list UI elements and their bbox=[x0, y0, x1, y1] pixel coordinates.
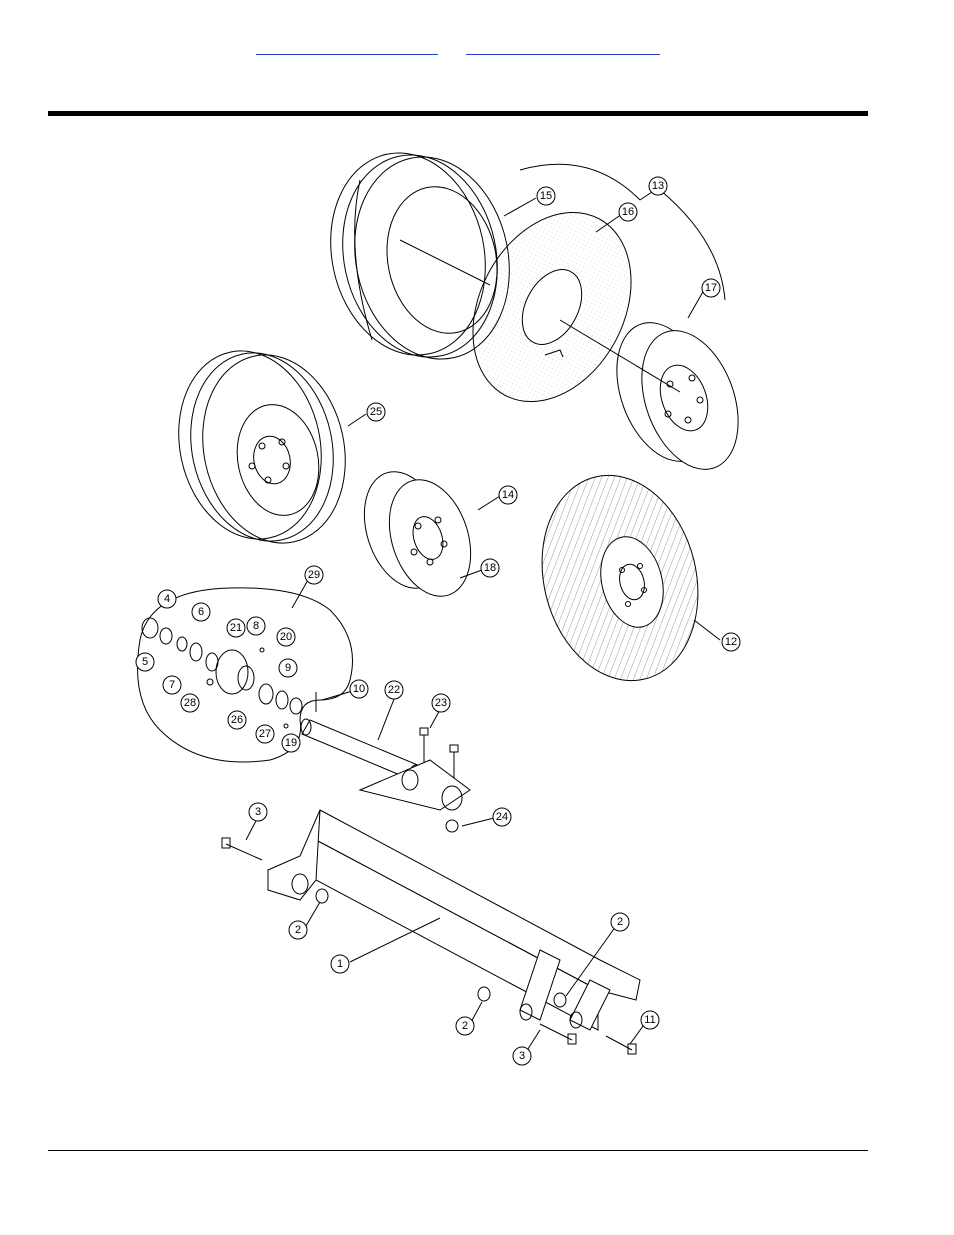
inner-tube-16 bbox=[472, 211, 632, 403]
svg-text:23: 23 bbox=[435, 697, 447, 709]
callout-3a: 3 bbox=[248, 802, 268, 822]
svg-text:5: 5 bbox=[142, 656, 148, 668]
svg-text:17: 17 bbox=[705, 282, 717, 294]
callout-2b: 2 bbox=[610, 912, 630, 932]
svg-text:21: 21 bbox=[230, 622, 242, 634]
callout-22: 22 bbox=[384, 680, 404, 700]
callout-27: 27 bbox=[255, 724, 275, 744]
callout-2a: 2 bbox=[288, 920, 308, 940]
callout-4: 4 bbox=[157, 589, 177, 609]
header-rule bbox=[48, 111, 868, 116]
callout-17: 17 bbox=[701, 278, 721, 298]
svg-text:20: 20 bbox=[280, 631, 292, 643]
svg-text:27: 27 bbox=[259, 728, 271, 740]
svg-text:1: 1 bbox=[337, 958, 343, 970]
callout-5: 5 bbox=[135, 652, 155, 672]
callout-7: 7 bbox=[162, 675, 182, 695]
wheel-rim-14 bbox=[363, 471, 472, 597]
callout-6: 6 bbox=[191, 602, 211, 622]
svg-text:10: 10 bbox=[353, 683, 365, 695]
svg-text:15: 15 bbox=[540, 190, 552, 202]
header-link-2[interactable] bbox=[466, 36, 660, 55]
svg-text:8: 8 bbox=[253, 620, 259, 632]
callout-19: 19 bbox=[281, 733, 301, 753]
tire-rib-15 bbox=[330, 152, 510, 360]
fasteners bbox=[221, 819, 637, 1055]
callout-23: 23 bbox=[431, 693, 451, 713]
callout-13: 13 bbox=[648, 176, 668, 196]
wheel-rim-17 bbox=[559, 319, 739, 470]
hub-assembly-outline-29 bbox=[137, 587, 353, 763]
footer-rule bbox=[48, 1150, 868, 1151]
callout-16: 16 bbox=[618, 202, 638, 222]
callouts: 1 2 2 2 3 3 4 5 6 7 8 9 10 11 12 13 14 1… bbox=[135, 176, 741, 1066]
svg-text:26: 26 bbox=[231, 714, 243, 726]
axle-frame-1 bbox=[267, 759, 641, 1031]
callout-3b: 3 bbox=[512, 1046, 532, 1066]
callout-9: 9 bbox=[278, 658, 298, 678]
svg-text:11: 11 bbox=[644, 1014, 655, 1026]
callout-20: 20 bbox=[276, 627, 296, 647]
callout-29: 29 bbox=[304, 565, 324, 585]
svg-text:7: 7 bbox=[169, 679, 175, 691]
tire-rib-25 bbox=[178, 350, 346, 544]
svg-text:2: 2 bbox=[462, 1020, 468, 1032]
svg-text:14: 14 bbox=[502, 489, 514, 501]
leader-lines bbox=[245, 163, 726, 1053]
callout-10: 10 bbox=[349, 679, 369, 699]
svg-text:6: 6 bbox=[198, 606, 204, 618]
svg-text:12: 12 bbox=[725, 636, 737, 648]
svg-text:4: 4 bbox=[164, 593, 170, 605]
callout-28: 28 bbox=[180, 693, 200, 713]
header-link-1[interactable] bbox=[256, 36, 438, 55]
hub-parts bbox=[141, 617, 317, 729]
callout-26: 26 bbox=[227, 710, 247, 730]
callout-15: 15 bbox=[536, 186, 556, 206]
callout-25: 25 bbox=[366, 402, 386, 422]
svg-text:2: 2 bbox=[295, 924, 301, 936]
svg-text:19: 19 bbox=[285, 737, 297, 749]
callout-1: 1 bbox=[330, 954, 350, 974]
callout-8: 8 bbox=[246, 616, 266, 636]
svg-text:3: 3 bbox=[255, 806, 261, 818]
svg-text:13: 13 bbox=[652, 180, 664, 192]
callout-14: 14 bbox=[498, 485, 518, 505]
callout-18: 18 bbox=[480, 558, 500, 578]
svg-text:29: 29 bbox=[308, 569, 320, 581]
svg-text:9: 9 bbox=[285, 662, 291, 674]
callout-11: 11 bbox=[640, 1010, 660, 1030]
svg-text:22: 22 bbox=[388, 684, 400, 696]
svg-text:3: 3 bbox=[519, 1050, 525, 1062]
svg-text:2: 2 bbox=[617, 916, 623, 928]
svg-text:28: 28 bbox=[184, 697, 196, 709]
callout-24: 24 bbox=[492, 807, 512, 827]
svg-text:18: 18 bbox=[484, 562, 496, 574]
turf-tire-12 bbox=[541, 474, 699, 682]
callout-21: 21 bbox=[226, 618, 246, 638]
svg-text:25: 25 bbox=[370, 406, 382, 418]
svg-text:24: 24 bbox=[496, 811, 508, 823]
callout-12: 12 bbox=[721, 632, 741, 652]
callout-2c: 2 bbox=[455, 1016, 475, 1036]
svg-text:16: 16 bbox=[622, 206, 634, 218]
